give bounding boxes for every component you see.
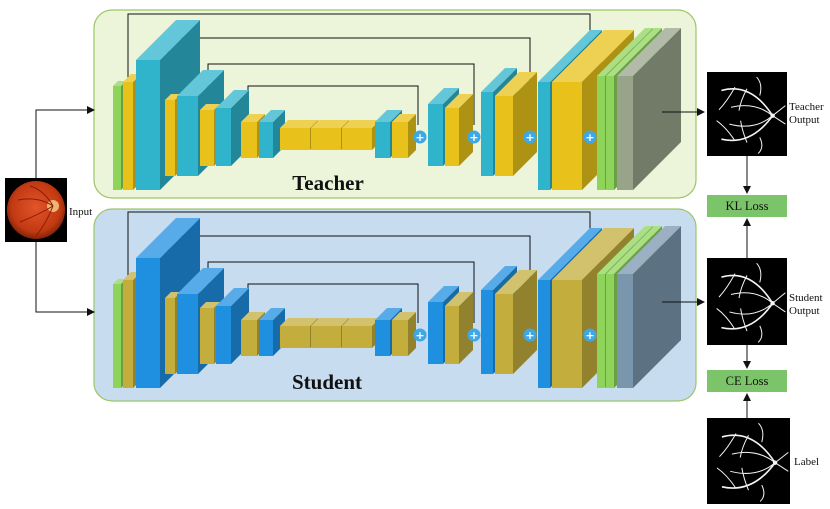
teacher-output-block [617, 28, 681, 190]
label-caption: Label [794, 456, 819, 468]
teacher-dec2-feature-layer [495, 72, 537, 176]
teacher-network: + + + + [113, 13, 681, 190]
teacher-bottleneck-block-3 [342, 120, 380, 150]
teacher-dec3-feature-layer [445, 94, 473, 166]
teacher-skip-add-1: + [413, 130, 427, 144]
teacher-output-label-line1: Teacher [789, 101, 824, 113]
svg-text:+: + [469, 131, 478, 144]
svg-text:+: + [415, 329, 424, 342]
student-dec2-feature-layer [495, 270, 537, 374]
student-dec4-feature-layer [392, 312, 416, 356]
student-output-block [617, 226, 681, 388]
svg-text:+: + [585, 329, 594, 342]
student-output-image [707, 258, 787, 345]
student-output-label-line1: Student [789, 292, 823, 304]
kl-loss-box [707, 195, 787, 217]
ce-loss-box [707, 370, 787, 392]
svg-text:+: + [525, 131, 534, 144]
student-skip-add-4: + [583, 328, 597, 342]
student-output-label-line2: Output [789, 305, 820, 317]
input-fundus-image [5, 178, 67, 242]
teacher-dec4-feature-layer [392, 114, 416, 158]
student-dec3-feature-layer [445, 292, 473, 364]
student-bottleneck-block-3 [342, 318, 380, 348]
svg-text:+: + [585, 131, 594, 144]
student-network: + + + + [113, 211, 681, 388]
student-skip-add-1: + [413, 328, 427, 342]
svg-text:+: + [415, 131, 424, 144]
teacher-skip-add-4: + [583, 130, 597, 144]
teacher-output-image [707, 72, 787, 156]
ce-loss-label: CE Loss [726, 374, 769, 388]
kl-loss-label: KL Loss [726, 199, 769, 213]
student-skip-add-3: + [523, 328, 537, 342]
teacher-skip-add-3: + [523, 130, 537, 144]
input-arrows [35, 106, 95, 316]
svg-text:+: + [525, 329, 534, 342]
student-title: Student [292, 370, 362, 394]
student-skip-add-2: + [467, 328, 481, 342]
svg-text:+: + [469, 329, 478, 342]
teacher-skip-add-2: + [467, 130, 481, 144]
teacher-output-label-line2: Output [789, 114, 820, 126]
input-label: Input [69, 206, 92, 218]
label-image [707, 418, 790, 504]
teacher-title: Teacher [292, 171, 364, 195]
